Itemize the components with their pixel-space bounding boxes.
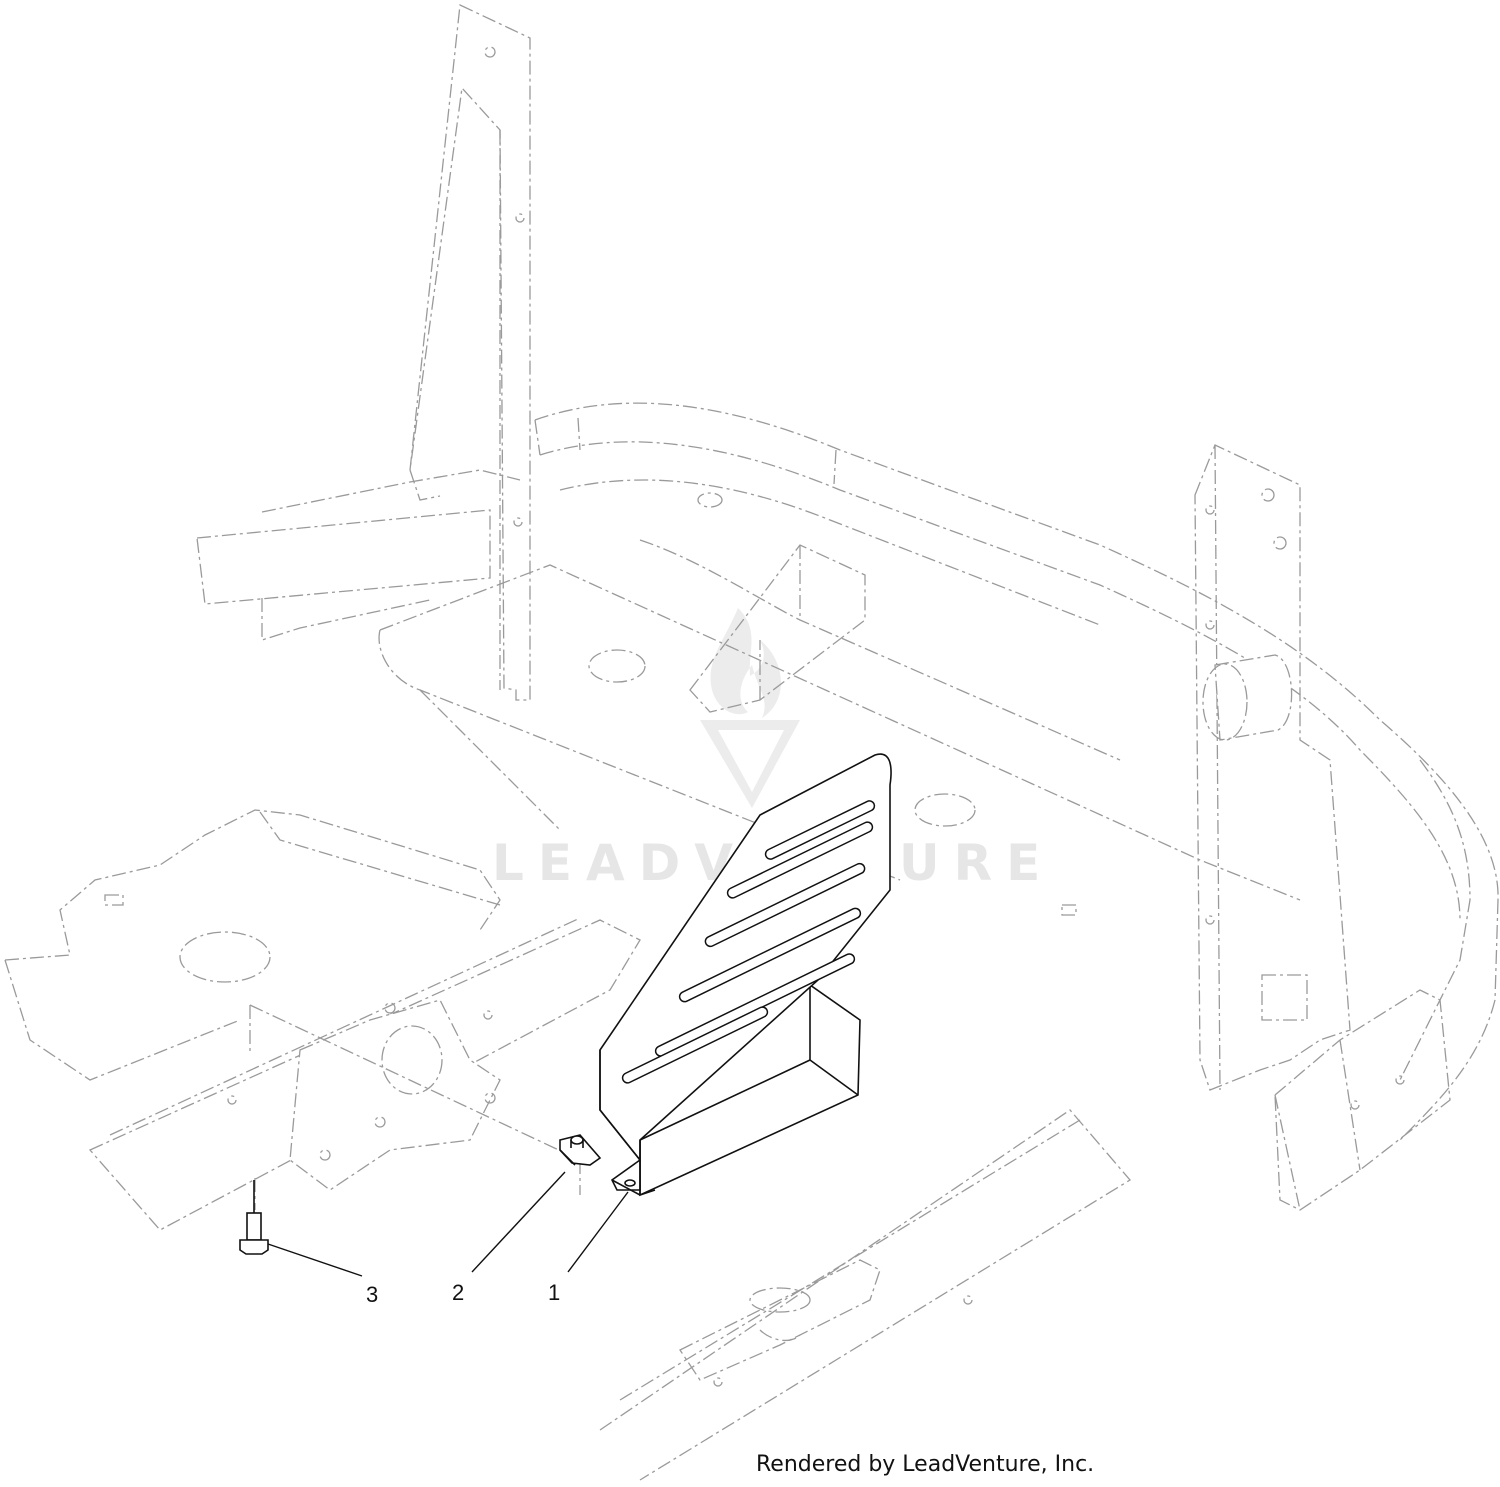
callout-3: 3 [366, 1282, 378, 1307]
clip-nut-part-2 [559, 1134, 602, 1166]
frame-phantom-lines [4, 4, 1499, 1481]
callout-2: 2 [452, 1280, 464, 1305]
credit-text: Rendered by LeadVenture, Inc. [756, 1452, 1095, 1477]
leader-1 [567, 1191, 629, 1273]
callout-1: 1 [548, 1280, 560, 1305]
step-plate-part-1 [599, 753, 892, 1197]
leader-2 [471, 1171, 566, 1273]
leader-lines [267, 1171, 629, 1277]
bolt-part-3 [239, 1180, 269, 1255]
leader-3 [267, 1243, 363, 1277]
